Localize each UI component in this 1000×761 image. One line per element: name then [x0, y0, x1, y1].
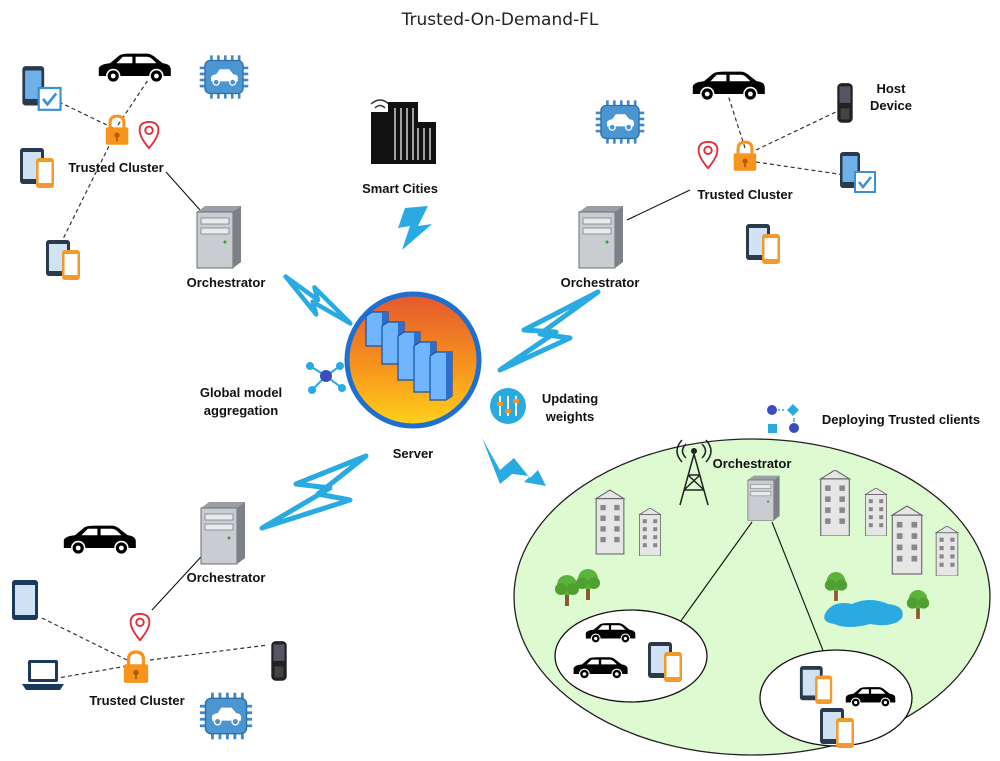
server-tower-icon	[200, 501, 246, 565]
orchestrator-label: Orchestrator	[187, 570, 266, 585]
lightning-down-icon	[482, 438, 546, 486]
updating-weights-label-line1: Updating	[542, 391, 598, 406]
deploying-workflow-icon	[767, 404, 799, 433]
deploying-trusted-clients-label: Deploying Trusted clients	[822, 412, 980, 427]
host-device-phone-icon	[271, 641, 287, 681]
location-pin-icon	[697, 140, 719, 170]
global-model-label-line2: aggregation	[204, 403, 278, 418]
building-icon	[891, 505, 923, 575]
lightning-icon	[398, 206, 432, 250]
lightning-link-icon	[259, 453, 369, 531]
lightning-link-icon	[497, 289, 601, 373]
tablet-icon	[12, 580, 38, 620]
lake-icon	[824, 600, 903, 627]
trusted-cluster-label: Trusted Cluster	[697, 187, 792, 202]
building-icon	[639, 508, 661, 556]
lock-icon	[122, 650, 150, 684]
updating-weights-label-line2: weights	[545, 409, 594, 424]
location-pin-icon	[129, 612, 151, 642]
lock-icon	[104, 114, 130, 146]
lightning-link-icon	[286, 277, 351, 324]
host-device-label-line1: Host	[877, 81, 907, 96]
building-icon	[865, 488, 887, 536]
chip-car-icon	[199, 692, 253, 740]
orchestrator-label: Orchestrator	[713, 456, 792, 471]
chip-car-icon	[199, 55, 249, 99]
location-pin-icon	[138, 120, 160, 150]
aggregation-network-icon	[306, 362, 346, 394]
smart-city-area: Orchestrator	[513, 438, 991, 756]
tablet-phone-icon	[46, 240, 80, 280]
server-tower-icon	[747, 475, 780, 521]
smart-cities-label: Smart Cities	[362, 181, 438, 196]
building-icon	[935, 526, 959, 576]
updating-weights-icon	[490, 388, 526, 424]
smart-cities-group: Smart Cities	[362, 99, 438, 250]
orchestrator-label: Orchestrator	[561, 275, 640, 290]
bottom-left-cluster: Orchestrator Trusted Cluster	[12, 501, 287, 740]
trusted-cluster-label: Trusted Cluster	[68, 160, 163, 175]
phone-check-icon	[838, 150, 877, 194]
host-device-phone-icon	[837, 83, 853, 123]
server-tower-icon	[196, 205, 242, 269]
building-icon	[595, 489, 625, 555]
car-icon	[691, 70, 766, 102]
trusted-cluster-label: Trusted Cluster	[89, 693, 184, 708]
central-server-icon	[344, 291, 482, 429]
top-right-cluster: Host Device Trusted Cluster Orchestrator	[561, 70, 912, 290]
server-tower-icon	[578, 205, 624, 269]
global-model-label-line1: Global model	[200, 385, 282, 400]
laptop-icon	[22, 660, 64, 690]
tablet-phone-icon	[746, 224, 780, 264]
vehicle-cluster-1	[554, 609, 708, 703]
host-device-label-line2: Device	[870, 98, 912, 113]
server-label: Server	[393, 446, 433, 461]
chip-car-icon	[595, 100, 645, 144]
tablet-phone-icon	[20, 148, 54, 188]
vehicle-cluster-2	[759, 649, 913, 747]
phone-check-icon	[20, 64, 62, 112]
orchestrator-label: Orchestrator	[187, 275, 266, 290]
diagram-title: Trusted-On-Demand-FL	[401, 10, 599, 30]
smart-city-building-icon	[370, 99, 436, 164]
car-icon	[62, 524, 137, 556]
top-left-cluster: Trusted Cluster Orchestrator	[20, 52, 266, 290]
car-icon	[98, 52, 172, 84]
antenna-tower-icon	[676, 439, 712, 506]
building-icon	[820, 470, 850, 536]
